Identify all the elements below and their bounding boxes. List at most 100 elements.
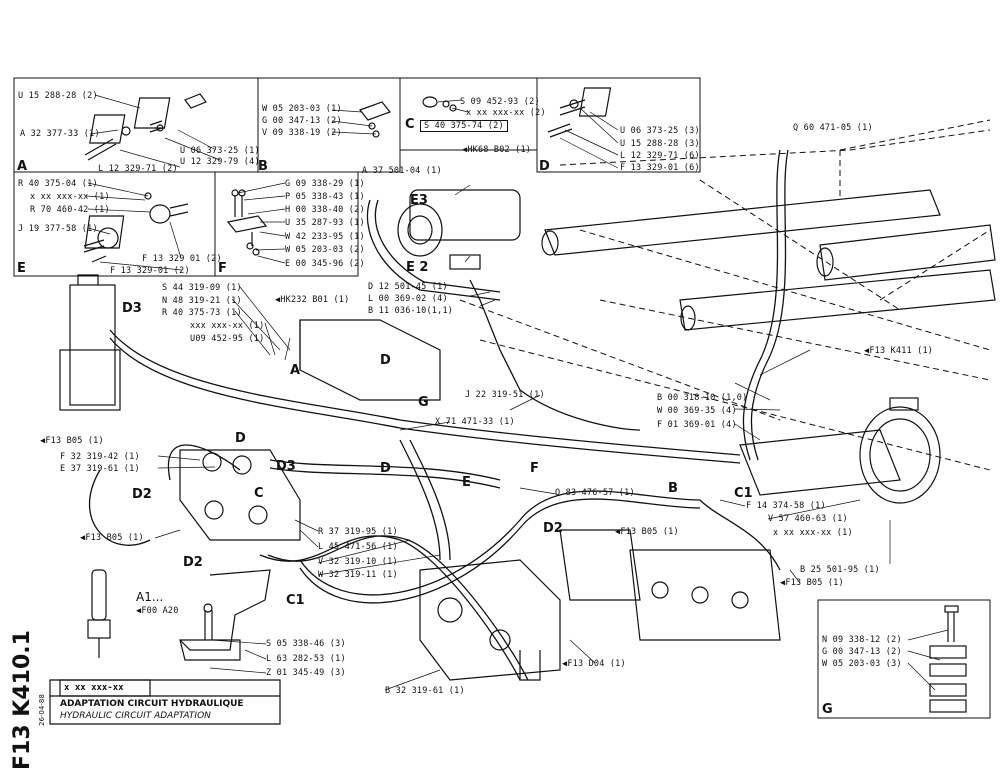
callout-label: R 40 375-73 (1) bbox=[162, 308, 242, 318]
callout-label: U09 452-95 (1) bbox=[190, 334, 265, 344]
callout-label: ◀F13 D04 (1) bbox=[562, 659, 626, 669]
view-letter: E 2 bbox=[406, 260, 429, 275]
callout-label: B 32 319-61 (1) bbox=[385, 686, 465, 696]
box-letter-e: E bbox=[17, 261, 26, 276]
part-label: E 00 345-96 (2) bbox=[285, 259, 365, 269]
detail-box-g bbox=[817, 599, 991, 719]
callout-label: X 71 471-33 (1) bbox=[435, 417, 515, 427]
callout-label: L 00 369-02 (4) bbox=[368, 294, 448, 304]
callout-label: J 22 319-51 (1) bbox=[465, 390, 545, 400]
callout-label: ◀F00 A20 bbox=[136, 606, 179, 616]
part-label: G 00 347-13 (2) bbox=[262, 116, 342, 126]
callout-label: B 00 318-10 (1,0) bbox=[657, 393, 748, 403]
part-label: U 12 329-79 (4) bbox=[180, 157, 260, 167]
callout-label: F 01 369-01 (4) bbox=[657, 420, 737, 430]
view-letter: G bbox=[418, 395, 429, 410]
view-letter: B bbox=[668, 481, 678, 496]
callout-label: F 14 374-58 (1) bbox=[746, 501, 826, 511]
view-letter: C1 bbox=[734, 486, 753, 501]
title-english: HYDRAULIC CIRCUIT ADAPTATION bbox=[60, 711, 211, 721]
box-letter-a: A bbox=[17, 159, 28, 174]
view-letter: C bbox=[254, 486, 264, 501]
view-letter: E bbox=[462, 475, 471, 490]
view-letter: D2 bbox=[183, 555, 203, 570]
callout-label: A 37 501-04 (1) bbox=[362, 166, 442, 176]
callout-label: B 25 501-95 (1) bbox=[800, 565, 880, 575]
callout-label: W 00 369-35 (4) bbox=[657, 406, 737, 416]
view-letter: D2 bbox=[543, 521, 563, 536]
view-letter: E3 bbox=[410, 193, 428, 208]
sheet-id-text: F13 K410.1 bbox=[10, 630, 35, 770]
callout-label: ◀F13 B05 (1) bbox=[40, 436, 104, 446]
callout-label: F 32 319-42 (1) bbox=[60, 452, 140, 462]
part-label: R 70 460-42 (1) bbox=[30, 205, 110, 215]
callout-label: W 32 319-11 (1) bbox=[318, 570, 398, 580]
part-label: U 35 287-93 (1) bbox=[285, 218, 365, 228]
view-letter: D3 bbox=[122, 301, 142, 316]
part-label: U 15 288-28 (2) bbox=[18, 91, 98, 101]
title-french: ADAPTATION CIRCUIT HYDRAULIQUE bbox=[60, 699, 244, 709]
detail-box-d bbox=[536, 77, 701, 173]
callout-label: xxx xxx-xx (1) bbox=[190, 321, 265, 331]
callout-label: D 12 501-45 (1) bbox=[368, 282, 448, 292]
callout-label: L 63 282-53 (1) bbox=[266, 654, 346, 664]
callout-label: ◀HK68 B02 (1) bbox=[462, 145, 532, 155]
callout-label: E 37 319-61 (1) bbox=[60, 464, 140, 474]
sheet-id: F13 K410.1 bbox=[4, 630, 35, 770]
callout-label: V 57 460-63 (1) bbox=[768, 514, 848, 524]
part-label: U 06 373-25 (3) bbox=[620, 126, 700, 136]
view-letter: C1 bbox=[286, 593, 305, 608]
box-letter-f: F bbox=[218, 261, 227, 276]
part-label: W 05 203-03 (3) bbox=[822, 659, 902, 669]
part-label: L 12 329-71 (2) bbox=[98, 164, 178, 174]
box-letter-b: B bbox=[258, 159, 268, 174]
callout-label: x xx xxx-xx (1) bbox=[773, 528, 853, 538]
part-label: A 32 377-33 (1) bbox=[20, 129, 100, 139]
callout-label: ◀F13 K411 (1) bbox=[864, 346, 934, 356]
part-label: P 05 338-43 (1) bbox=[285, 192, 365, 202]
part-label: W 42 233-95 (1) bbox=[285, 232, 365, 242]
callout-label: Q 60 471-05 (1) bbox=[793, 123, 873, 133]
detail-box-f bbox=[214, 171, 359, 277]
part-label: U 06 373-25 (1) bbox=[180, 146, 260, 156]
part-label: S 40 375-74 (2) bbox=[420, 120, 508, 132]
part-label: N 09 338-12 (2) bbox=[822, 635, 902, 645]
view-letter: D bbox=[380, 353, 391, 368]
callout-label: N 48 319-21 (1) bbox=[162, 296, 242, 306]
callout-label: ◀F13 B05 (1) bbox=[80, 533, 144, 543]
callout-label: S 05 338-46 (3) bbox=[266, 639, 346, 649]
box-letter-c: C bbox=[405, 117, 415, 132]
callout-label: B 11 036-10(1,1) bbox=[368, 306, 454, 316]
callout-label: ◀HK232 B01 (1) bbox=[275, 295, 350, 305]
callout-label: Z 01 345-49 (3) bbox=[266, 668, 346, 678]
view-letter: D2 bbox=[132, 487, 152, 502]
part-label: x xx xxx-xx (2) bbox=[466, 108, 546, 118]
box-letter-g: G bbox=[822, 702, 833, 717]
callout-label: ◀F13 B05 (1) bbox=[780, 578, 844, 588]
part-label: U 15 288-28 (3) bbox=[620, 139, 700, 149]
part-label: F 13 329-01 (6) bbox=[620, 163, 700, 173]
callout-label: A1... bbox=[136, 590, 164, 604]
part-label: F 13 329-01 (2) bbox=[110, 266, 190, 276]
part-label: R 40 375-04 (1) bbox=[18, 179, 98, 189]
view-letter: D bbox=[380, 461, 391, 476]
part-label: G 00 347-13 (2) bbox=[822, 647, 902, 657]
callout-label: L 45 471-56 (1) bbox=[318, 542, 398, 552]
callout-label: Q 83 476-57 (1) bbox=[555, 488, 635, 498]
view-letter: D bbox=[235, 431, 246, 446]
callout-label: R 37 319-95 (1) bbox=[318, 527, 398, 537]
view-letter: F bbox=[530, 461, 539, 476]
callout-label: V 32 319-10 (1) bbox=[318, 557, 398, 567]
part-label: W 05 203-03 (2) bbox=[285, 245, 365, 255]
part-label: x xx xxx-xx (1) bbox=[30, 192, 110, 202]
part-label: W 05 203-03 (1) bbox=[262, 104, 342, 114]
part-label: S 09 452-93 (2) bbox=[460, 97, 540, 107]
part-label: G 09 338-29 (1) bbox=[285, 179, 365, 189]
box-letter-d: D bbox=[539, 159, 550, 174]
drawing-date: 26-04-88 bbox=[38, 694, 46, 726]
callout-label: ◀F13 B05 (1) bbox=[615, 527, 679, 537]
part-label: V 09 338-19 (2) bbox=[262, 128, 342, 138]
callout-label: S 44 319-09 (1) bbox=[162, 283, 242, 293]
part-label: F 13 329 01 (2) bbox=[142, 254, 222, 264]
part-label: J 19 377-58 (1) bbox=[18, 224, 98, 234]
